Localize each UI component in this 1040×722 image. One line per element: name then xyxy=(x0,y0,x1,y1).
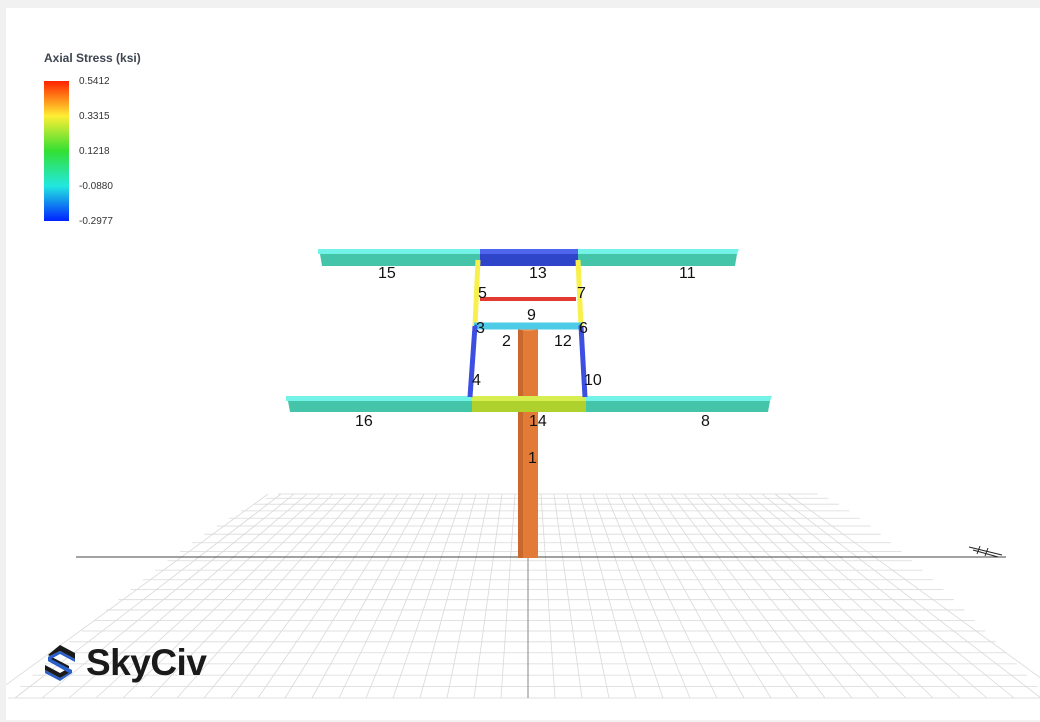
model-viewport[interactable]: 15 13 11 5 7 9 3 6 2 12 4 10 16 14 8 1 A… xyxy=(6,8,1040,720)
member-label-6: 6 xyxy=(579,320,588,337)
legend-title: Axial Stress (ksi) xyxy=(44,51,141,65)
legend-tick-4: -0.0880 xyxy=(79,181,113,192)
member-label-16: 16 xyxy=(355,413,373,430)
member-label-8: 8 xyxy=(701,413,710,430)
legend-tick-3: 0.1218 xyxy=(79,146,110,157)
member-14[interactable] xyxy=(472,396,586,412)
member-15[interactable] xyxy=(318,249,480,266)
member-label-14: 14 xyxy=(529,413,547,430)
axis-triad-icon xyxy=(968,545,1003,558)
skyciv-logo: SkyCiv xyxy=(42,642,207,684)
member-label-1: 1 xyxy=(528,450,537,467)
skyciv-logo-text: SkyCiv xyxy=(86,642,207,683)
legend-color-scale xyxy=(44,81,69,221)
member-label-10: 10 xyxy=(584,372,602,389)
member-label-13: 13 xyxy=(529,265,547,282)
legend-tick-min: -0.2977 xyxy=(79,216,113,227)
member-11[interactable] xyxy=(578,249,739,266)
member-8[interactable] xyxy=(586,396,772,412)
member-label-9: 9 xyxy=(527,307,536,324)
member-16[interactable] xyxy=(286,396,472,412)
member-label-15: 15 xyxy=(378,265,396,282)
member-10[interactable] xyxy=(578,325,588,398)
member-labels: 15 13 11 5 7 9 3 6 2 12 4 10 16 14 8 1 xyxy=(355,265,710,467)
legend-tick-2: 0.3315 xyxy=(79,111,110,122)
member-label-3: 3 xyxy=(476,320,485,337)
member-label-4: 4 xyxy=(472,372,481,389)
member-label-11: 11 xyxy=(679,265,696,282)
legend-tick-max: 0.5412 xyxy=(79,76,110,87)
member-label-7: 7 xyxy=(577,285,586,302)
member-4[interactable] xyxy=(467,325,478,398)
member-13[interactable] xyxy=(480,249,578,266)
floor-grid xyxy=(6,493,1040,699)
member-5[interactable] xyxy=(472,259,481,327)
member-label-2: 2 xyxy=(502,333,511,350)
structure-3d-view[interactable]: 15 13 11 5 7 9 3 6 2 12 4 10 16 14 8 1 xyxy=(6,8,1040,720)
member-1[interactable] xyxy=(518,325,538,558)
skyciv-logo-icon xyxy=(45,645,75,681)
member-label-5: 5 xyxy=(478,285,487,302)
member-label-12: 12 xyxy=(554,333,572,350)
member-7[interactable] xyxy=(575,259,584,327)
